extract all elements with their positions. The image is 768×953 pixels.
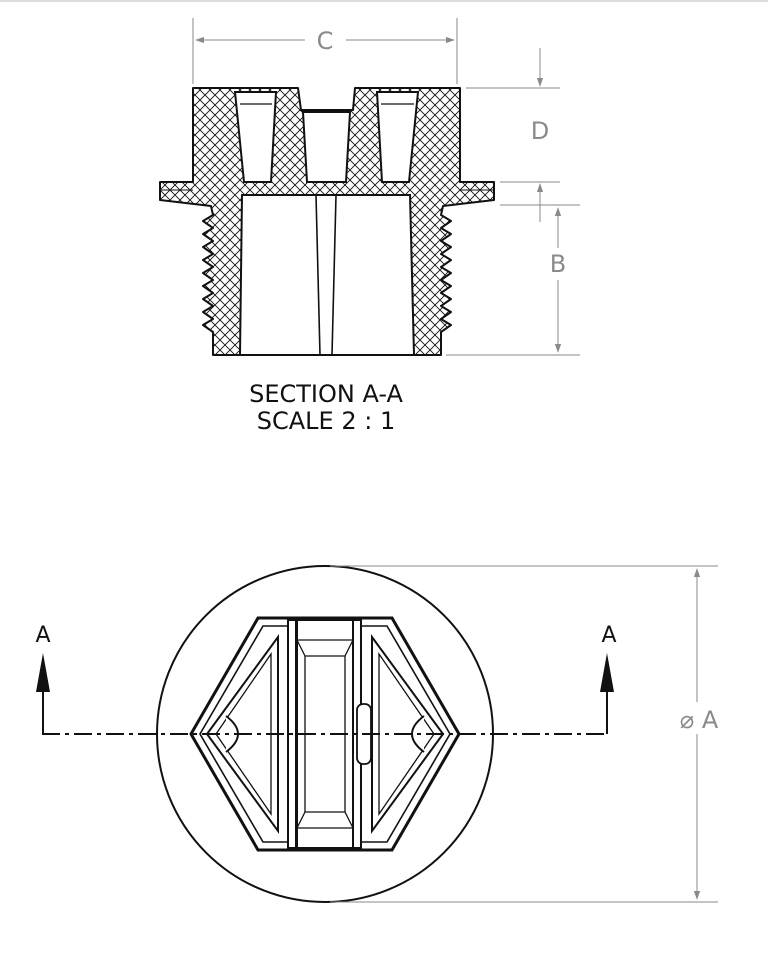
section-view: C D B SECTION A-A SCALE 2 : 1 (159, 18, 580, 435)
pocket-center (301, 111, 352, 183)
pocket-left (233, 91, 278, 183)
dim-d-label: D (531, 117, 549, 145)
dim-a-label: ⌀ A (680, 706, 719, 734)
bore-slot-left (315, 194, 321, 356)
bore-slot-right (331, 194, 337, 356)
top-view: A A ⌀ A (35, 565, 724, 903)
section-title: SECTION A-A (249, 380, 403, 408)
bore-cavity (238, 194, 416, 356)
section-arrow-left (36, 653, 50, 692)
dim-c-label: C (317, 27, 334, 55)
pocket-right (375, 91, 420, 183)
hex-outline-outer (189, 616, 461, 852)
dim-b-label: B (550, 250, 566, 278)
hex-outline-inner (199, 625, 451, 843)
section-scale: SCALE 2 : 1 (257, 407, 395, 435)
section-mark-left: A (35, 623, 50, 648)
section-mark-right: A (601, 623, 616, 648)
section-arrow-right (600, 653, 614, 692)
